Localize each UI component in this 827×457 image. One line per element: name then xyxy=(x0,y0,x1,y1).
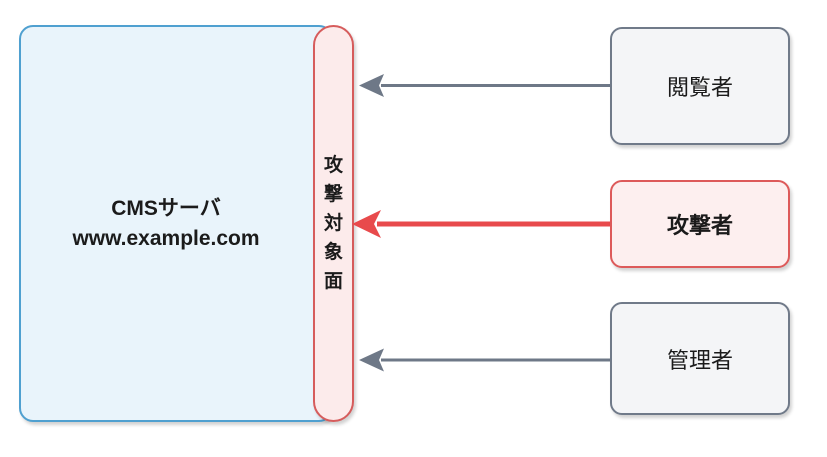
viewer-arrow-left-icon xyxy=(359,74,610,97)
cms-server-node[interactable]: CMSサーバ www.example.com xyxy=(19,25,333,422)
admin-label: 管理者 xyxy=(666,347,733,373)
attacker-arrow-left-icon xyxy=(352,210,610,238)
admin-node[interactable]: 管理者 xyxy=(610,302,790,415)
viewer-label: 閲覧者 xyxy=(666,75,733,100)
attack-surface-char: 象 xyxy=(323,242,343,263)
cms-server-subtitle: www.example.com xyxy=(72,226,260,250)
attacker-label: 攻撃者 xyxy=(666,213,733,238)
attack-surface-char: 攻 xyxy=(323,155,343,176)
cms-server-label: CMSサーバ www.example.com xyxy=(72,194,279,254)
attack-surface-char: 対 xyxy=(323,213,343,234)
cms-server-title: CMSサーバ xyxy=(111,196,221,220)
attack-surface-node[interactable]: 攻 撃 対 象 面 xyxy=(313,25,354,422)
attacker-node[interactable]: 攻撃者 xyxy=(610,180,790,268)
attack-surface-char: 面 xyxy=(323,271,343,292)
viewer-node[interactable]: 閲覧者 xyxy=(610,27,790,145)
admin-arrow-left-icon xyxy=(359,348,610,372)
attack-surface-char: 撃 xyxy=(323,184,343,205)
